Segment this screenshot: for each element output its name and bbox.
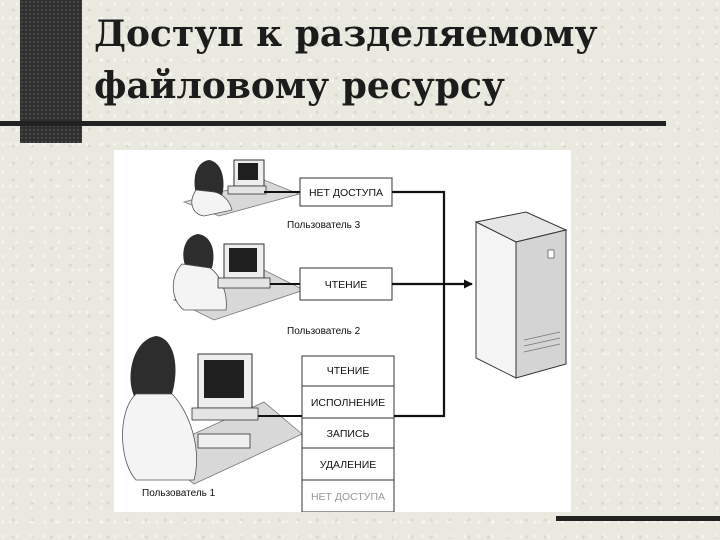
user-3-workstation: Пользователь 3: [182, 159, 361, 231]
decorative-left-bar: [20, 0, 82, 143]
title-divider: [0, 121, 666, 126]
user-1-permissions: ЧТЕНИЕ ИСПОЛНЕНИЕ ЗАПИСЬ УДАЛЕНИЕ НЕТ ДО…: [301, 355, 395, 512]
person-body: [191, 189, 233, 217]
system-unit: [227, 185, 267, 195]
permission-label: ЧТЕНИЕ: [325, 279, 368, 291]
user-1-label: Пользователь 1: [142, 488, 216, 499]
server-icon: [474, 211, 568, 379]
server-light: [547, 249, 555, 259]
permission-stack: [301, 355, 395, 512]
monitor-screen: [229, 248, 257, 272]
server-side: [475, 221, 517, 379]
arrow-line: [394, 284, 446, 418]
keyboard: [197, 433, 251, 449]
monitor-screen: [238, 163, 258, 180]
user-3-label: Пользователь 3: [287, 220, 361, 231]
user-2-label: Пользователь 2: [287, 326, 361, 337]
arrow-line: [392, 190, 446, 284]
user-1-workstation: Пользователь 1: [122, 336, 303, 499]
system-unit: [191, 407, 259, 421]
server-vent: [523, 343, 561, 353]
server-vent: [523, 337, 561, 347]
server-front: [515, 229, 567, 379]
slide-title: Доступ к разделяемому файловому ресурсу: [94, 8, 598, 112]
server-vent: [523, 331, 561, 341]
permission-label: ЧТЕНИЕ: [327, 365, 370, 377]
person-hair: [194, 160, 224, 196]
slide-title-line-2: файловому ресурсу: [94, 65, 505, 107]
permission-label: УДАЛЕНИЕ: [320, 459, 377, 471]
bottom-divider: [556, 516, 720, 521]
user-2-workstation: Пользователь 2: [172, 234, 361, 337]
person-hair: [130, 336, 176, 400]
person-hair: [183, 234, 214, 268]
user-3-permissions: НЕТ ДОСТУПА: [299, 177, 393, 207]
permission-box: [299, 177, 393, 207]
user-2-permissions: ЧТЕНИЕ: [299, 267, 393, 301]
access-diagram: Пользователь 3 НЕТ ДОСТУПА Пользователь …: [114, 150, 571, 512]
permission-label-disabled: НЕТ ДОСТУПА: [311, 491, 385, 503]
permission-label: НЕТ ДОСТУПА: [309, 187, 383, 199]
permission-label: ЗАПИСЬ: [327, 428, 370, 440]
slide-title-line-1: Доступ к разделяемому: [94, 13, 598, 55]
system-unit: [217, 277, 271, 289]
person-body: [172, 263, 227, 311]
permission-label: ИСПОЛНЕНИЕ: [311, 397, 385, 409]
person-body: [122, 393, 197, 481]
monitor-screen: [204, 360, 244, 398]
